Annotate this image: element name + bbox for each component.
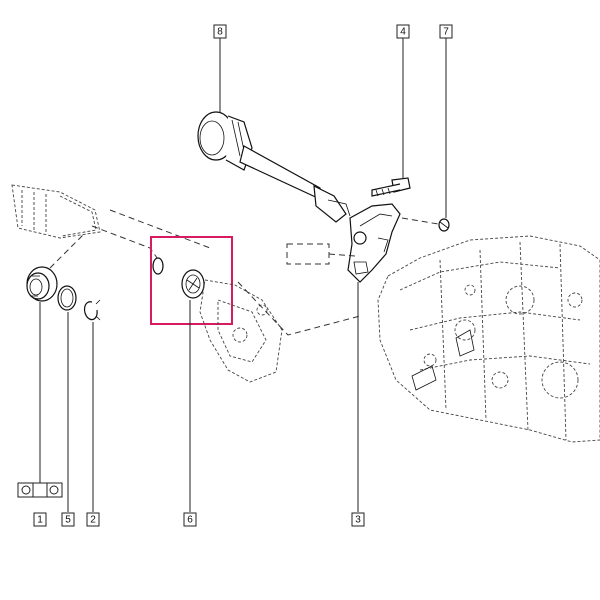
bearing-bracket [347, 203, 401, 283]
svg-text:7: 7 [443, 27, 449, 38]
svg-text:4: 4 [400, 27, 406, 38]
gearbox-housing [377, 235, 600, 443]
svg-text:5: 5 [65, 515, 71, 526]
seal-part [152, 257, 205, 299]
callout-1: 1 [33, 512, 47, 527]
center-housing-fragment [199, 279, 283, 383]
callout-4: 4 [396, 24, 410, 39]
callout-2: 2 [86, 512, 100, 527]
bearing-part [26, 266, 58, 302]
dashed-reference-box [286, 243, 330, 265]
bearing-symbol-box [17, 474, 63, 498]
svg-text:1: 1 [37, 515, 43, 526]
highlight-box [150, 236, 233, 325]
bolt-part [371, 177, 411, 197]
nut-part [438, 218, 450, 232]
svg-text:6: 6 [187, 515, 193, 526]
leader-lines [39, 38, 447, 512]
svg-text:8: 8 [217, 27, 223, 38]
callout-6: 6 [183, 512, 197, 527]
intermediate-shaft [197, 111, 351, 223]
circlip-part [83, 299, 101, 321]
svg-text:2: 2 [90, 515, 96, 526]
callout-3: 3 [351, 512, 365, 527]
o-ring-part [57, 285, 77, 311]
callout-5: 5 [61, 512, 75, 527]
callout-7: 7 [439, 24, 453, 39]
svg-text:3: 3 [355, 515, 361, 526]
callout-8: 8 [213, 24, 227, 39]
left-driveshaft [11, 184, 211, 263]
